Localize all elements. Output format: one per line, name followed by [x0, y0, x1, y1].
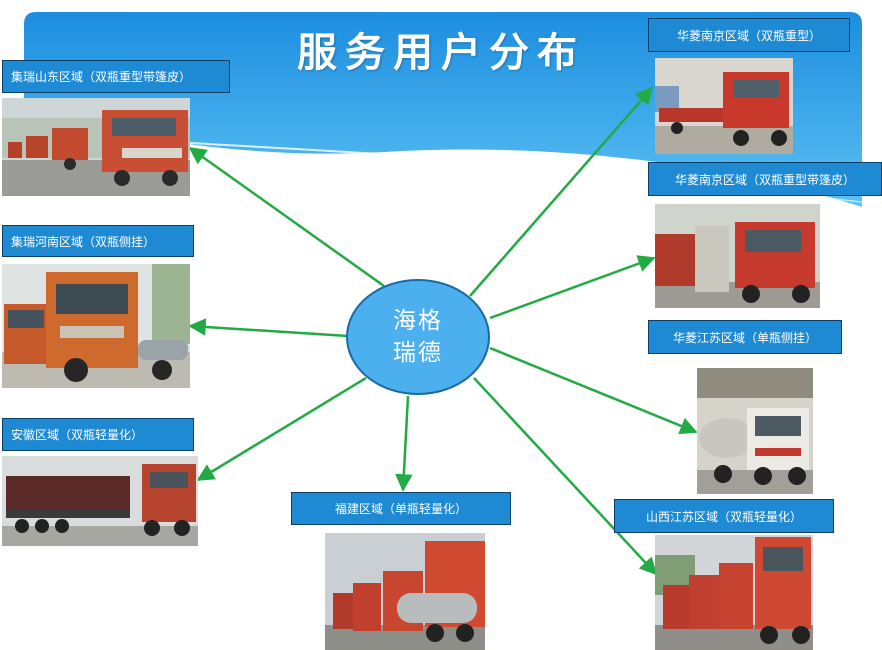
- hub-line-2: 瑞德: [393, 340, 443, 366]
- truck-photo-jiangsu: [697, 368, 813, 494]
- region-label-nanjing1: 华菱南京区域（双瓶重型）: [648, 18, 850, 52]
- arrow-shanxi: [473, 377, 658, 576]
- region-label-henan: 集瑞河南区域（双瓶侧挂）: [2, 225, 194, 257]
- truck-photo-shanxi: [655, 535, 813, 650]
- region-label-shandong: 集瑞山东区域（双瓶重型带篷皮）: [2, 60, 230, 93]
- hub-line-1: 海格: [393, 308, 443, 334]
- arrow-jiangsu: [489, 346, 698, 435]
- region-label-fujian: 福建区域（单瓶轻量化）: [291, 492, 511, 525]
- region-label-jiangsu: 华菱江苏区域（单瓶侧挂）: [648, 320, 842, 354]
- truck-photo-nanjing1: [655, 58, 793, 154]
- arrow-nanjing2: [489, 255, 656, 320]
- region-label-nanjing2: 华菱南京区域（双瓶重型带篷皮）: [648, 162, 882, 196]
- truck-photo-anhui: [2, 456, 198, 546]
- hub-circle: 海格 瑞德: [346, 279, 490, 395]
- arrow-anhui: [196, 376, 367, 482]
- truck-photo-shandong: [2, 98, 190, 196]
- arrow-henan: [188, 318, 349, 338]
- truck-photo-henan: [2, 264, 190, 388]
- page-title: 服务用户分布: [297, 30, 585, 76]
- truck-photo-fujian: [325, 533, 485, 650]
- truck-photo-nanjing2: [655, 204, 820, 308]
- arrow-fujian: [395, 395, 413, 492]
- region-label-shanxi: 山西江苏区域（双瓶轻量化）: [614, 499, 834, 533]
- region-label-anhui: 安徽区域（双瓶轻量化）: [2, 418, 194, 451]
